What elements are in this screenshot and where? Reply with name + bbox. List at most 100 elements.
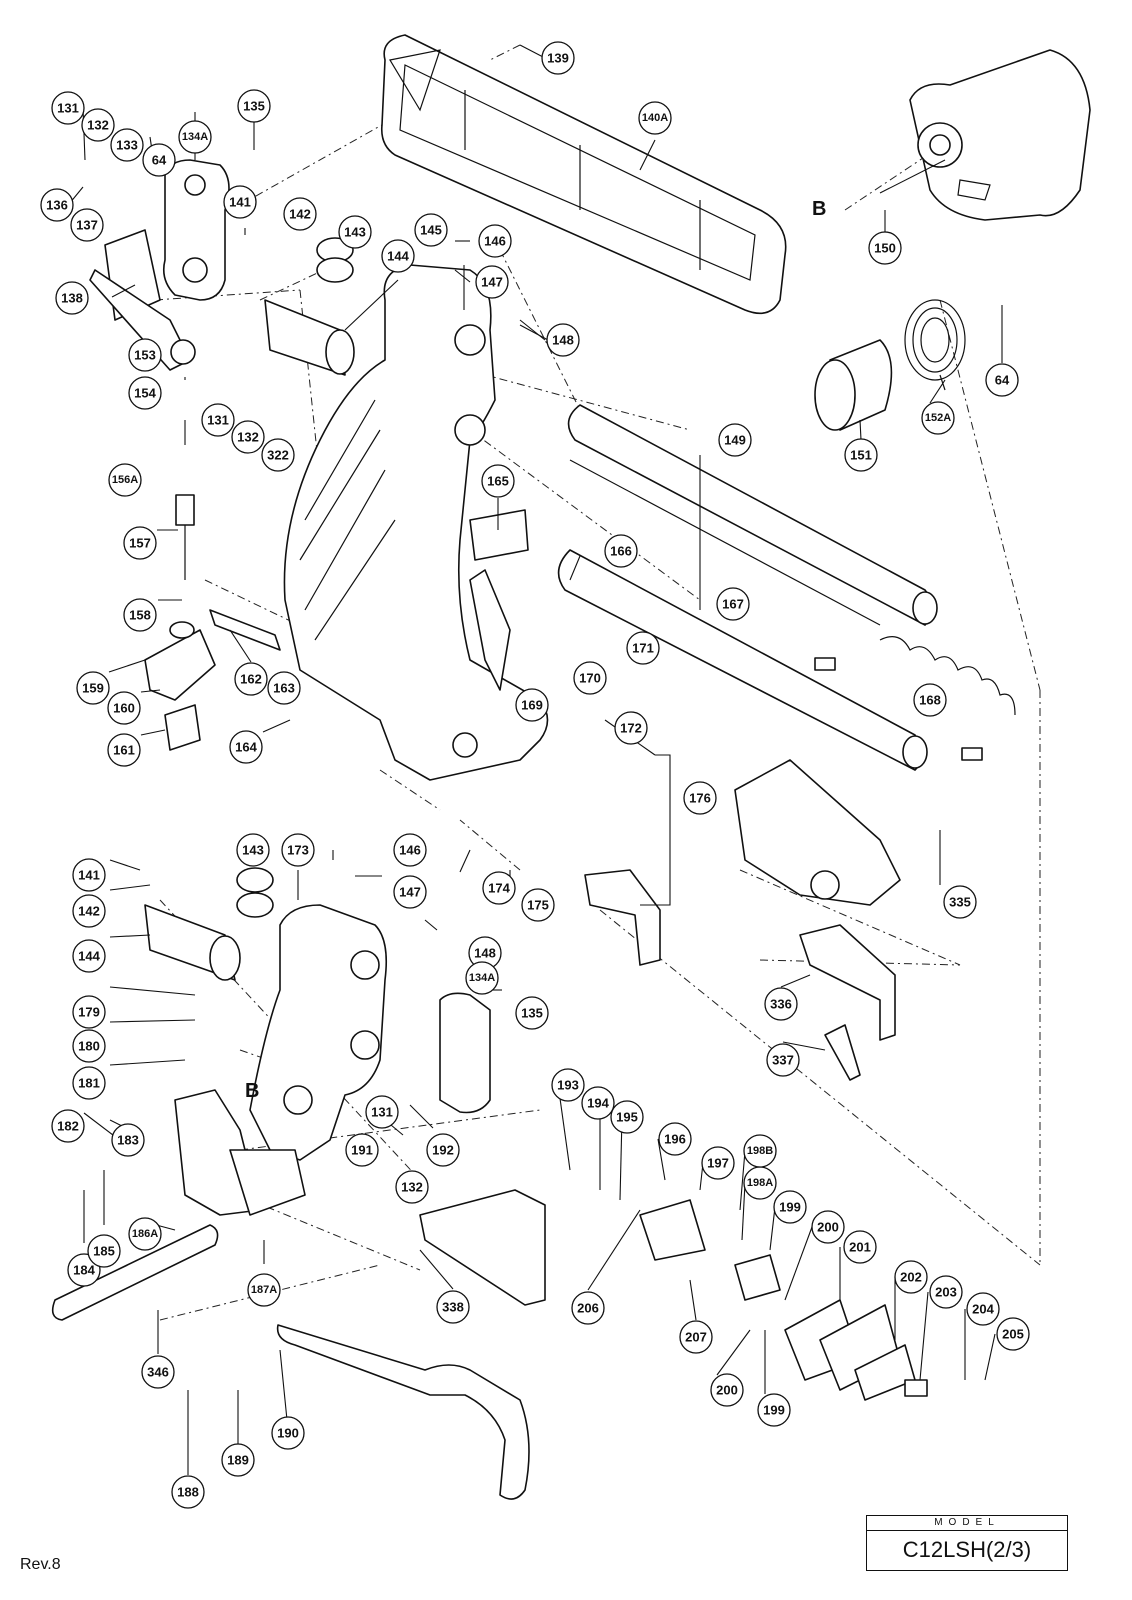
svg-text:151: 151: [850, 448, 872, 463]
svg-text:134A: 134A: [182, 131, 208, 143]
part-label-183: 183: [111, 1123, 145, 1157]
svg-text:145: 145: [420, 223, 442, 238]
block-161: [164, 704, 201, 751]
svg-text:188: 188: [177, 1485, 199, 1500]
label-165: [469, 509, 529, 561]
svg-text:166: 166: [610, 544, 632, 559]
part-label-188: 188: [171, 1475, 205, 1509]
svg-text:200: 200: [817, 1220, 839, 1235]
part-label-154: 154: [128, 376, 162, 410]
cover-140A: [380, 34, 787, 315]
svg-text:136: 136: [46, 198, 68, 213]
svg-text:158: 158: [129, 608, 151, 623]
part-label-338: 338: [436, 1290, 470, 1324]
roller-144-top: [264, 299, 355, 376]
svg-text:168: 168: [919, 693, 941, 708]
guide-176-block: [584, 869, 661, 966]
part-label-176: 176: [683, 781, 717, 815]
svg-text:182: 182: [57, 1119, 79, 1134]
cylinder-151: [814, 339, 893, 431]
svg-text:187A: 187A: [251, 1284, 277, 1296]
part-label-193: 193: [551, 1068, 585, 1102]
part-label-200-lower: 200: [710, 1373, 744, 1407]
svg-text:196: 196: [664, 1132, 686, 1147]
svg-text:206: 206: [577, 1301, 599, 1316]
part-label-346: 346: [141, 1355, 175, 1389]
svg-text:160: 160: [113, 701, 135, 716]
svg-text:141: 141: [229, 195, 251, 210]
roller-144-lower: [144, 904, 241, 981]
ref-letter-b-top: B: [812, 198, 826, 220]
revision-label: Rev.8: [20, 1556, 61, 1573]
svg-text:164: 164: [235, 740, 257, 755]
model-box: MODEL C12LSH(2/3): [866, 1515, 1068, 1571]
bolt-157: [175, 494, 195, 580]
bar-186A: [51, 1224, 219, 1321]
part-label-138: 138: [55, 281, 89, 315]
part-label-199-lower: 199: [757, 1393, 791, 1427]
part-label-175: 175: [521, 888, 555, 922]
svg-text:170: 170: [579, 671, 601, 686]
svg-text:195: 195: [616, 1110, 638, 1125]
part-label-146-top: 146: [478, 224, 512, 258]
part-label-198B: 198B: [743, 1134, 777, 1168]
svg-text:147: 147: [481, 275, 503, 290]
svg-text:175: 175: [527, 898, 549, 913]
svg-text:172: 172: [620, 721, 642, 736]
part-label-135-lower: 135: [515, 996, 549, 1030]
svg-text:179: 179: [78, 1005, 100, 1020]
part-label-174: 174: [482, 871, 516, 905]
part-label-185: 185: [87, 1234, 121, 1268]
spring-152A: [904, 299, 966, 391]
svg-text:192: 192: [432, 1143, 454, 1158]
part-label-192: 192: [426, 1133, 460, 1167]
part-label-144-lower: 144: [72, 939, 106, 973]
svg-text:183: 183: [117, 1133, 139, 1148]
svg-text:186A: 186A: [132, 1228, 158, 1240]
part-label-203: 203: [929, 1275, 963, 1309]
part-label-179: 179: [72, 995, 106, 1029]
part-label-162: 162: [234, 662, 268, 696]
rod-167: [569, 459, 881, 626]
svg-text:197: 197: [707, 1156, 729, 1171]
pin-162: [209, 609, 281, 651]
part-label-159: 159: [76, 671, 110, 705]
svg-text:141: 141: [78, 868, 100, 883]
holder-160: [144, 621, 216, 701]
part-label-167: 167: [716, 587, 750, 621]
svg-text:157: 157: [129, 536, 151, 551]
part-label-141-lower: 141: [72, 858, 106, 892]
upper-arm-housing: [283, 264, 549, 781]
part-label-132: 132: [81, 108, 115, 142]
svg-text:132: 132: [237, 430, 259, 445]
ref-letter-b-lower: B: [245, 1080, 259, 1102]
svg-text:140A: 140A: [642, 112, 668, 124]
part-label-131-lower: 131: [365, 1095, 399, 1129]
svg-text:131: 131: [207, 413, 229, 428]
part-label-156A: 156A: [108, 463, 142, 497]
svg-text:139: 139: [547, 51, 569, 66]
svg-text:199: 199: [763, 1403, 785, 1418]
part-label-322: 322: [261, 438, 295, 472]
svg-text:132: 132: [401, 1180, 423, 1195]
svg-text:180: 180: [78, 1039, 100, 1054]
svg-text:204: 204: [972, 1302, 994, 1317]
base-bracket-lower: [174, 1089, 306, 1216]
part-label-142-lower: 142: [72, 894, 106, 928]
part-label-64-right: 64: [985, 363, 1019, 397]
part-label-161: 161: [107, 733, 141, 767]
part-label-64-top: 64: [142, 143, 176, 177]
svg-text:143: 143: [344, 225, 366, 240]
svg-text:193: 193: [557, 1078, 579, 1093]
svg-text:147: 147: [399, 885, 421, 900]
svg-text:203: 203: [935, 1285, 957, 1300]
part-label-147-top: 147: [475, 265, 509, 299]
part-label-173: 173: [281, 833, 315, 867]
svg-text:335: 335: [949, 895, 971, 910]
svg-text:64: 64: [995, 373, 1010, 388]
part-label-131-mid: 131: [201, 403, 235, 437]
part-label-198A: 198A: [743, 1166, 777, 1200]
svg-text:185: 185: [93, 1244, 115, 1259]
svg-text:346: 346: [147, 1365, 169, 1380]
